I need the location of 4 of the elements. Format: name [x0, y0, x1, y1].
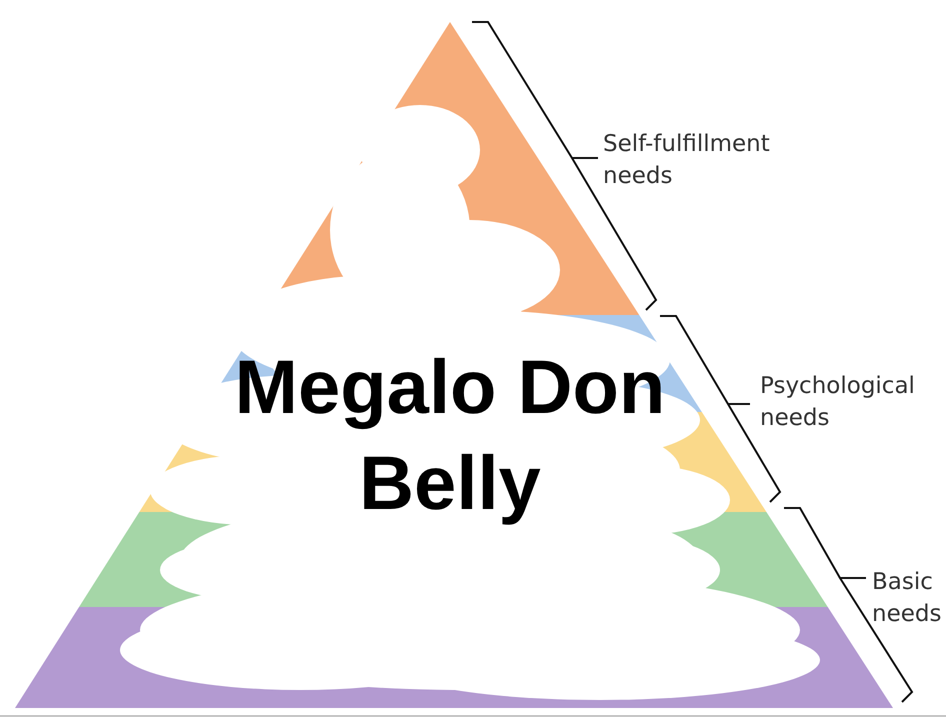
level-label: Psychological needs — [760, 372, 916, 433]
caption-text: Megalo Don Belly — [234, 344, 666, 528]
level-label: Basic needs — [872, 568, 942, 629]
level-label: Self-fulfillment needs — [603, 130, 771, 191]
